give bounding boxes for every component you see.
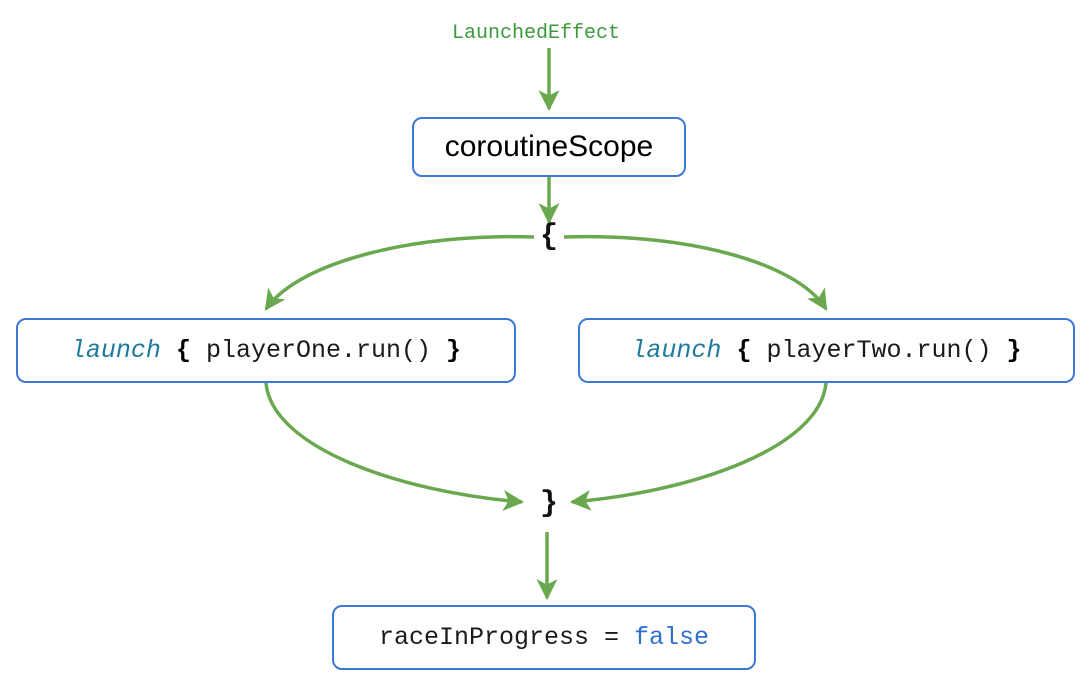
- launch-one-space-3: [431, 336, 446, 365]
- launch-two-space-1: [721, 336, 736, 365]
- launch-one-keyword: launch: [70, 336, 161, 365]
- launch-one-space-1: [161, 336, 176, 365]
- node-coroutine-scope-label: coroutineScope: [444, 130, 654, 163]
- launch-two-space-3: [992, 336, 1007, 365]
- node-launch-player-two[interactable]: launch { playerTwo.run() }: [578, 318, 1075, 383]
- launch-one-close-brace: }: [446, 336, 462, 365]
- launch-one-space-2: [191, 336, 206, 365]
- close-brace-glyph: }: [540, 487, 559, 521]
- race-flag-assignment: raceInProgress =: [378, 623, 635, 652]
- node-race-in-progress[interactable]: raceInProgress = false: [332, 605, 756, 670]
- launch-two-space-2: [751, 336, 766, 365]
- launch-two-keyword: launch: [631, 336, 722, 365]
- edge-launch-two-to-close-brace: [569, 382, 828, 511]
- edge-open-brace-to-launch-one: [264, 234, 535, 311]
- race-flag-value: false: [634, 623, 710, 652]
- launch-one-body: playerOne.run(): [205, 336, 432, 365]
- launch-one-open-brace: {: [175, 336, 191, 365]
- edge-open-brace-to-launch-two: [563, 234, 828, 311]
- launched-effect-label: LaunchedEffect: [452, 22, 621, 45]
- node-coroutine-scope[interactable]: coroutineScope: [412, 117, 686, 177]
- node-launch-player-one[interactable]: launch { playerOne.run() }: [16, 318, 516, 383]
- launch-two-body: playerTwo.run(): [766, 336, 992, 365]
- edge-launch-one-to-close-brace: [264, 382, 525, 511]
- open-brace-glyph: {: [540, 220, 559, 254]
- launch-two-open-brace: {: [736, 336, 752, 365]
- launch-two-close-brace: }: [1006, 336, 1022, 365]
